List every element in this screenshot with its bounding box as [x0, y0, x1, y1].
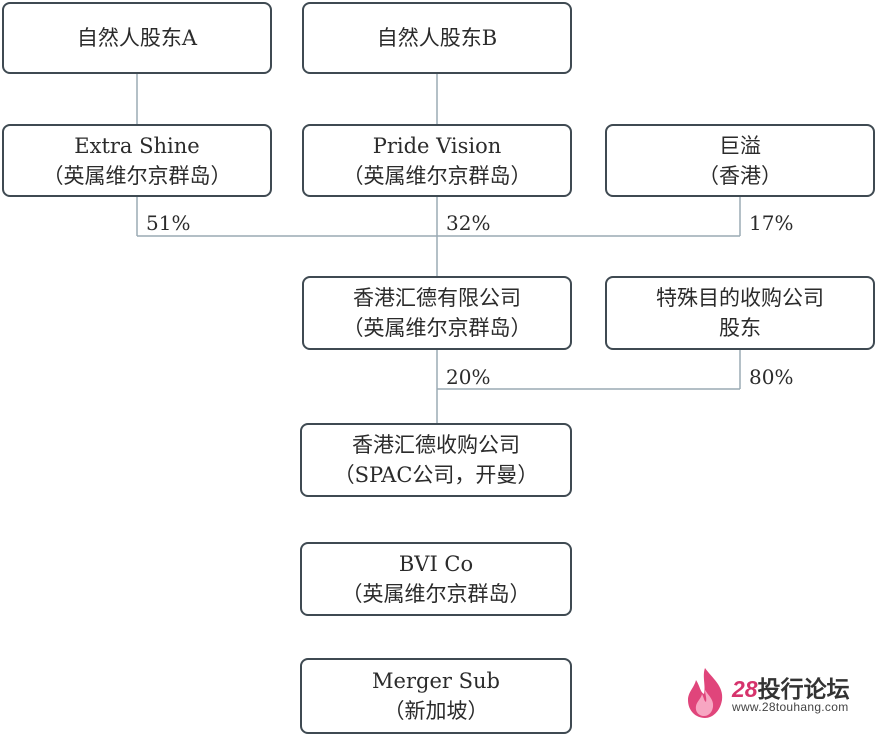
watermark-number: 28 [732, 676, 758, 702]
node-bvi-co: BVI Co （英属维尔京群岛） [300, 542, 572, 616]
node-label: BVI Co [398, 552, 474, 576]
node-sublabel: （英属维尔京群岛） [342, 163, 532, 188]
node-juyi: 巨溢 （香港） [605, 124, 875, 197]
node-label: 自然人股东A [76, 26, 198, 50]
node-pride-vision: Pride Vision （英属维尔京群岛） [302, 124, 572, 197]
node-sublabel: （新加坡） [383, 699, 489, 723]
watermark-url: www.28touhang.com [732, 700, 849, 714]
node-label: 巨溢 [719, 133, 761, 158]
flame-logo-icon [688, 668, 723, 718]
node-sublabel: （英属维尔京群岛） [42, 163, 232, 188]
node-hk-huide-ltd: 香港汇德有限公司 （英属维尔京群岛） [302, 276, 572, 350]
watermark-brand: 28投行论坛 [732, 670, 850, 704]
node-spac-holders: 特殊目的收购公司 股东 [605, 276, 875, 350]
pct-extra-shine: 51% [146, 211, 191, 235]
node-sublabel: （英属维尔京群岛） [342, 316, 532, 340]
node-hk-huide-acq: 香港汇德收购公司 （SPAC公司，开曼） [300, 423, 572, 497]
node-label: Merger Sub [372, 669, 500, 693]
node-merger-sub: Merger Sub （新加坡） [300, 658, 572, 734]
node-sublabel: （SPAC公司，开曼） [333, 463, 539, 487]
watermark-name: 投行论坛 [757, 676, 850, 702]
node-label: Pride Vision [372, 133, 502, 158]
node-sublabel: （香港） [698, 163, 782, 188]
pct-pride-vision: 32% [446, 211, 491, 235]
node-person-b: 自然人股东B [302, 2, 572, 74]
pct-juyi: 17% [749, 211, 794, 235]
node-extra-shine: Extra Shine （英属维尔京群岛） [2, 124, 272, 197]
node-sublabel: （英属维尔京群岛） [341, 582, 531, 606]
pct-hk-huide-ltd: 20% [446, 365, 491, 389]
node-label: 香港汇德收购公司 [352, 433, 520, 457]
node-label: 香港汇德有限公司 [353, 286, 521, 310]
node-label: 自然人股东B [376, 26, 498, 50]
pct-spac-holders: 80% [749, 365, 794, 389]
node-sublabel: 股东 [719, 316, 761, 340]
node-label: 特殊目的收购公司 [656, 286, 824, 310]
node-person-a: 自然人股东A [2, 2, 272, 74]
watermark: 28投行论坛 www.28touhang.com [680, 664, 870, 722]
node-label: Extra Shine [74, 133, 200, 158]
